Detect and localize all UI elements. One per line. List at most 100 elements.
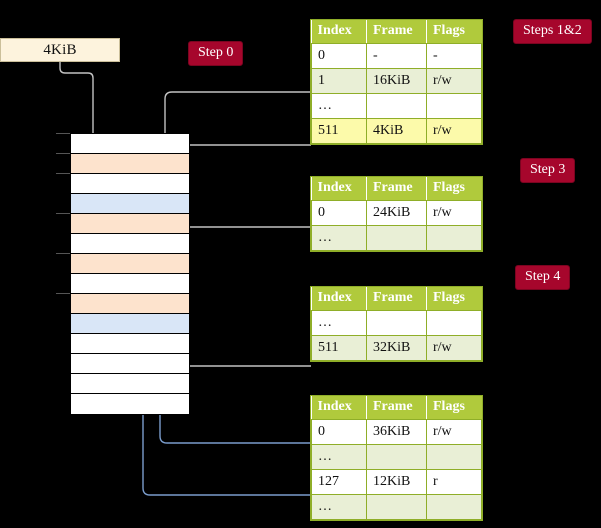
column-header-frame: Frame [366, 20, 427, 44]
virtual-page-box: 4KiB [0, 38, 120, 62]
memory-tick [56, 133, 70, 134]
table-row: 0 - - [311, 43, 482, 69]
cell-index: … [311, 494, 367, 520]
table-row: … [311, 310, 482, 336]
memory-tick [56, 173, 70, 174]
memory-frame [71, 234, 189, 254]
cell-flags: r [426, 469, 482, 495]
cell-index: … [311, 93, 367, 119]
wire-step4 [169, 274, 311, 367]
badge-step-4-label: Step 4 [525, 269, 561, 284]
column-header-flags: Flags [426, 20, 482, 44]
table-header-row: Index Frame Flags [311, 20, 482, 44]
cell-frame: 12KiB [366, 469, 427, 495]
cell-index: 127 [311, 469, 367, 495]
table-header-row: Index Frame Flags [311, 177, 482, 201]
memory-frame [71, 254, 189, 274]
column-header-flags: Flags [426, 287, 482, 311]
cell-flags [426, 310, 482, 336]
column-header-frame: Frame [366, 177, 427, 201]
memory-frame [71, 354, 189, 374]
cell-index: 511 [311, 335, 367, 361]
badge-step-4: Step 4 [515, 265, 571, 290]
memory-tick [56, 153, 70, 154]
column-header-flags: Flags [426, 177, 482, 201]
cell-index: 0 [311, 419, 367, 445]
badge-steps-1-2: Steps 1&2 [513, 19, 592, 44]
cell-flags [426, 225, 482, 251]
memory-frame [71, 214, 189, 234]
cell-flags [426, 444, 482, 470]
cell-frame [366, 225, 427, 251]
cell-flags: r/w [426, 335, 482, 361]
table-row: … [311, 225, 482, 251]
table-row: … [311, 93, 482, 119]
cell-frame: 24KiB [366, 200, 427, 226]
memory-tick [56, 293, 70, 294]
wire-step3 [176, 226, 311, 266]
cell-index: … [311, 310, 367, 336]
memory-tick [56, 253, 70, 254]
column-header-index: Index [311, 20, 367, 44]
cell-index: … [311, 225, 367, 251]
column-header-index: Index [311, 396, 367, 420]
table-row: 1 16KiB r/w [311, 68, 482, 94]
cell-flags: r/w [426, 200, 482, 226]
badge-step-0: Step 0 [188, 41, 244, 66]
table-row: 511 32KiB r/w [311, 335, 482, 361]
cell-frame: 32KiB [366, 335, 427, 361]
memory-frame [71, 334, 189, 354]
cell-frame: - [366, 43, 427, 69]
memory-frame [71, 194, 189, 214]
cell-frame: 36KiB [366, 419, 427, 445]
cell-frame [366, 93, 427, 119]
cell-frame [366, 310, 427, 336]
virtual-page-label: 4KiB [43, 41, 77, 58]
table-row: 0 24KiB r/w [311, 200, 482, 226]
cell-frame: 16KiB [366, 68, 427, 94]
page-table-level-1: Index Frame Flags 0 24KiB r/w … [311, 177, 482, 251]
page-table-level-3: Index Frame Flags 0 36KiB r/w … 127 12Ki… [311, 396, 482, 520]
column-header-frame: Frame [366, 396, 427, 420]
table-header-row: Index Frame Flags [311, 396, 482, 420]
page-table-level-2: Index Frame Flags … 511 32KiB r/w [311, 287, 482, 361]
physical-memory-column [70, 133, 190, 415]
cell-flags [426, 494, 482, 520]
memory-frame [71, 154, 189, 174]
cell-index: 0 [311, 43, 367, 69]
memory-frame [71, 274, 189, 294]
cell-frame [366, 444, 427, 470]
badge-step-3: Step 3 [520, 158, 576, 183]
table-row: … [311, 494, 482, 520]
cell-flags: r/w [426, 68, 482, 94]
memory-frame [71, 134, 189, 154]
badge-step-0-label: Step 0 [198, 45, 234, 60]
cell-flags: r/w [426, 118, 482, 144]
table-row: 0 36KiB r/w [311, 419, 482, 445]
memory-tick [56, 213, 70, 214]
column-header-index: Index [311, 177, 367, 201]
table-row: 127 12KiB r [311, 469, 482, 495]
cell-flags: - [426, 43, 482, 69]
wire-steps12-b [176, 144, 311, 166]
memory-frame [71, 294, 189, 314]
table-row-highlighted: 511 4KiB r/w [311, 118, 482, 144]
table-header-row: Index Frame Flags [311, 287, 482, 311]
table-row: … [311, 444, 482, 470]
cell-index: 511 [311, 118, 367, 144]
cell-flags [426, 93, 482, 119]
memory-frame [71, 394, 189, 414]
cell-index: … [311, 444, 367, 470]
cell-flags: r/w [426, 419, 482, 445]
cell-index: 0 [311, 200, 367, 226]
memory-frame [71, 174, 189, 194]
page-table-level-0: Index Frame Flags 0 - - 1 16KiB r/w … [311, 20, 482, 144]
column-header-frame: Frame [366, 287, 427, 311]
memory-frame [71, 314, 189, 334]
cell-frame [366, 494, 427, 520]
badge-step-3-label: Step 3 [530, 162, 566, 177]
column-header-flags: Flags [426, 396, 482, 420]
cell-frame: 4KiB [366, 118, 427, 144]
column-header-index: Index [311, 287, 367, 311]
